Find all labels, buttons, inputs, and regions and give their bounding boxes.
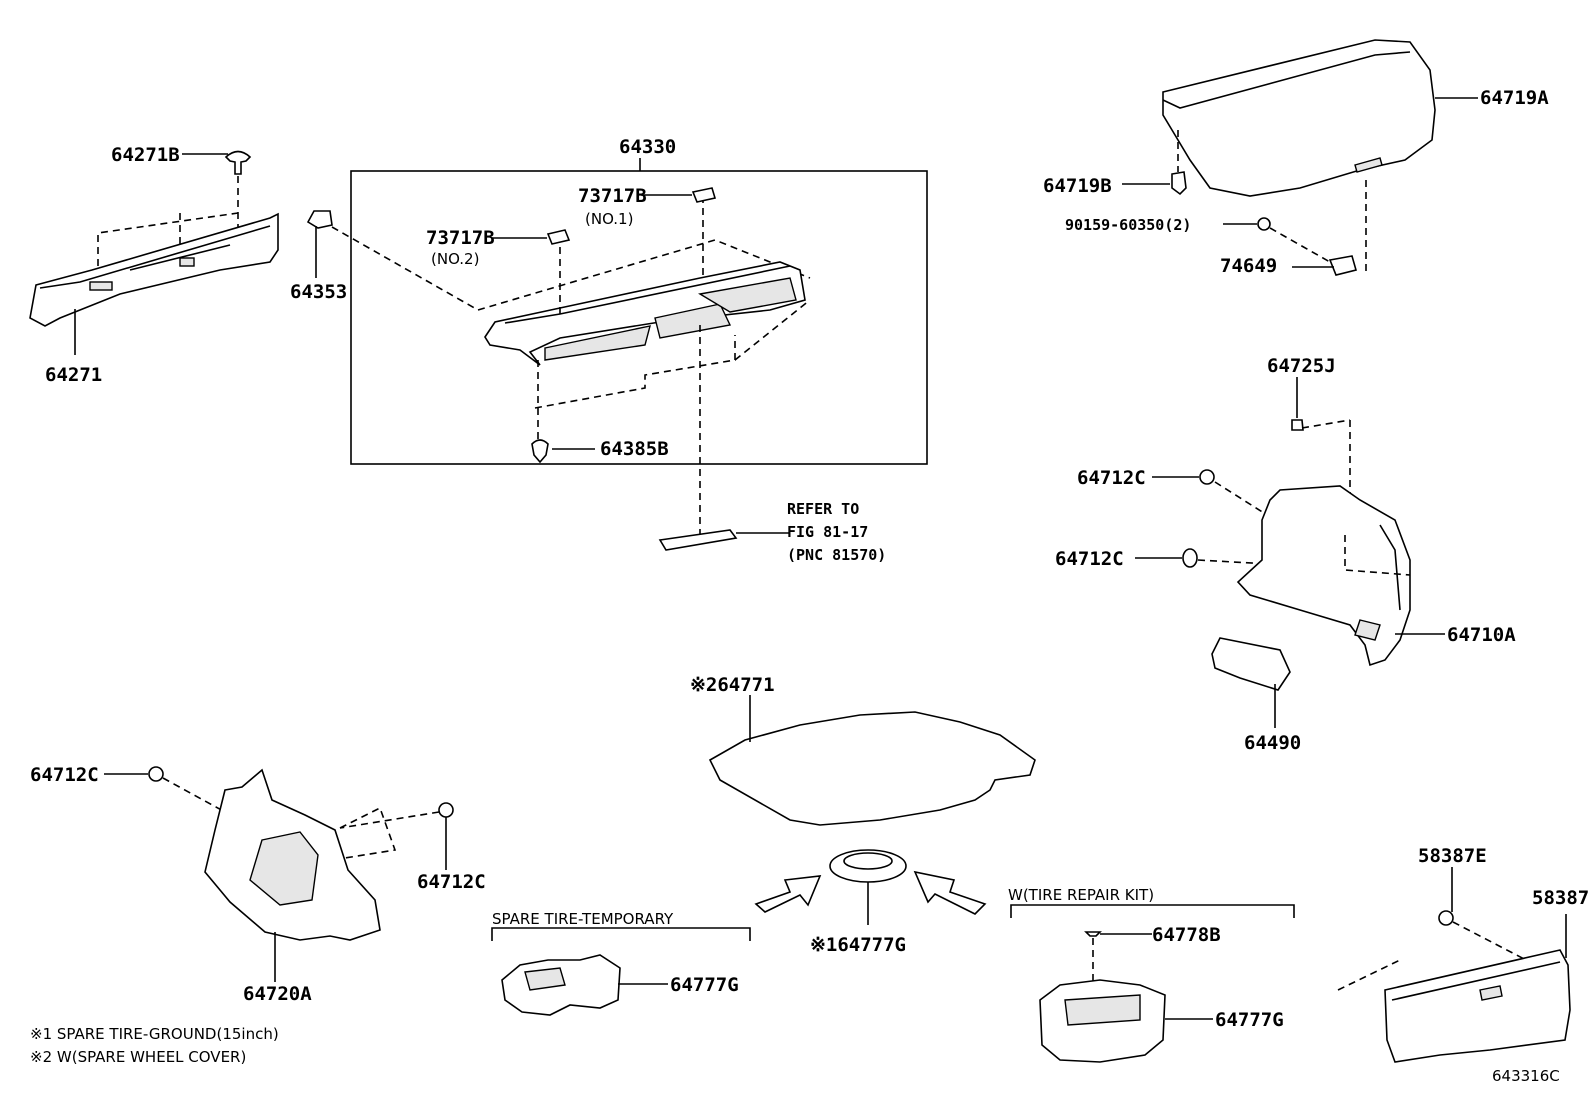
label-64719B: 64719B	[1043, 175, 1112, 197]
part-74649-hook	[1292, 180, 1367, 276]
label-64720A: 64720A	[243, 983, 312, 1005]
part-64777G-left	[501, 954, 668, 1016]
part-64710A-trim	[1236, 485, 1445, 667]
label-64353: 64353	[290, 281, 347, 303]
label-58387E: 58387E	[1418, 845, 1487, 867]
part-64712C-r1-clip	[1152, 469, 1276, 521]
arrow-left	[754, 875, 822, 913]
label-64712C-l1: 64712C	[30, 764, 99, 786]
part-58387-plate	[1337, 914, 1571, 1063]
part-73717B-no1	[641, 187, 717, 203]
label-refer-1: REFER TO	[787, 500, 859, 518]
part-64720A-trim	[204, 768, 381, 982]
label-64490: 64490	[1244, 732, 1301, 754]
label-64712C-l2: 64712C	[417, 871, 486, 893]
note-1: ※1 SPARE TIRE-GROUND(15inch)	[30, 1025, 279, 1043]
figure-id: 643316C	[1492, 1067, 1560, 1085]
label-64710A: 64710A	[1447, 624, 1516, 646]
box-64330	[350, 170, 928, 465]
label-64385B: 64385B	[600, 438, 669, 460]
label-64771: ※264771	[690, 674, 775, 696]
label-64725J: 64725J	[1267, 355, 1336, 377]
label-spare-tire-temporary: SPARE TIRE-TEMPORARY	[492, 910, 674, 928]
label-refer-2: FIG 81-17	[787, 523, 868, 541]
label-refer-3: (PNC 81570)	[787, 546, 886, 564]
label-64271B: 64271B	[111, 144, 180, 166]
label-64712C-r2: 64712C	[1055, 548, 1124, 570]
part-64777G-right	[1039, 979, 1213, 1063]
part-64353-bracket	[306, 210, 479, 311]
label-64719A: 64719A	[1480, 87, 1549, 109]
label-64271: 64271	[45, 364, 102, 386]
label-73717B-no2: 73717B	[426, 227, 495, 249]
bracket-spare-temp	[491, 927, 751, 941]
label-73717B-no1: 73717B	[578, 185, 647, 207]
part-64719A-panel	[1162, 39, 1478, 197]
part-64385B-clip	[531, 360, 595, 464]
label-64778B: 64778B	[1152, 924, 1221, 946]
part-64725J-clip	[1291, 377, 1351, 530]
part-64712C-r2-clip	[1135, 548, 1411, 573]
bracket-tire-repair	[1010, 904, 1295, 918]
part-64712C-l1-clip	[104, 766, 226, 813]
part-64271B-clip	[182, 150, 252, 230]
label-tire-repair-kit: W(TIRE REPAIR KIT)	[1008, 886, 1154, 904]
part-64330-tray	[477, 196, 811, 409]
label-64777G-center: ※164777G	[810, 934, 906, 956]
label-64777G-left: 64777G	[670, 974, 739, 996]
label-64712C-r1: 64712C	[1077, 467, 1146, 489]
part-90159-screw	[1223, 217, 1331, 263]
label-64330: 64330	[619, 136, 676, 158]
arrow-right	[913, 870, 987, 915]
label-no2: (NO.2)	[431, 250, 479, 268]
part-64271-trim	[29, 212, 279, 355]
label-90159-60350: 90159-60350(2)	[1065, 216, 1191, 234]
part-refer-81570	[658, 325, 790, 551]
part-58387E-clip	[1438, 867, 1531, 963]
part-64771-cover	[708, 695, 1036, 826]
part-64777G-center	[829, 849, 907, 925]
part-64778B-clip	[1084, 931, 1152, 990]
label-74649: 74649	[1220, 255, 1277, 277]
part-73717B-no2	[493, 229, 571, 245]
part-64719B-clip	[1122, 130, 1187, 196]
part-64490-bracket	[1211, 637, 1291, 728]
part-64712C-l2-clip	[339, 802, 454, 870]
label-no1: (NO.1)	[585, 210, 633, 228]
label-64777G-right: 64777G	[1215, 1009, 1284, 1031]
label-58387: 58387	[1532, 887, 1589, 909]
note-2: ※2 W(SPARE WHEEL COVER)	[30, 1048, 246, 1066]
